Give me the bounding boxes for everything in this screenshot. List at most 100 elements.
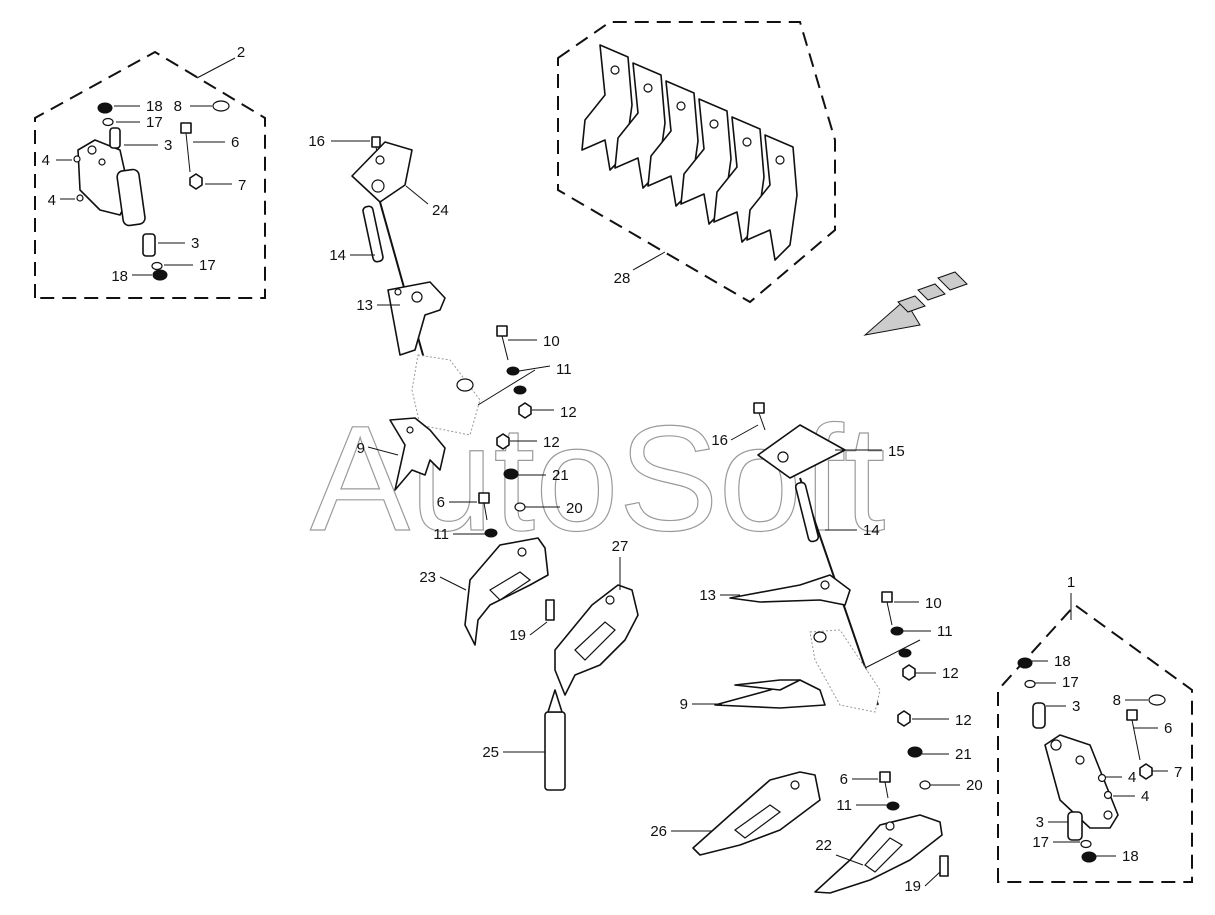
bolt-16-head [753, 402, 765, 414]
bolt-6-shank [1131, 719, 1141, 761]
callout-22: 22 [815, 837, 832, 854]
callout-21: 21 [955, 746, 972, 763]
callout-23: 23 [419, 569, 436, 586]
plug-8 [1148, 694, 1166, 706]
nut-7 [1139, 763, 1153, 780]
bolt-6-head [180, 122, 192, 134]
arrow-segment [937, 271, 968, 291]
bolt-6-head [1126, 709, 1138, 721]
link-line [864, 639, 921, 669]
plate-hole [375, 155, 385, 165]
arm-hole [411, 291, 423, 303]
nut-7 [189, 173, 203, 190]
link-line [477, 369, 536, 406]
callout-20: 20 [566, 500, 583, 517]
knife-hole [790, 780, 800, 790]
bolt-19 [545, 599, 555, 621]
plate-hole [1050, 739, 1062, 751]
bolt-6-head [879, 771, 891, 783]
leader-line-22 [835, 854, 864, 866]
bolt-6-shank [185, 132, 191, 173]
washer-11 [890, 626, 904, 636]
knife-hole [885, 821, 895, 831]
arm-hole [820, 580, 830, 590]
leader-line-23 [439, 576, 467, 591]
knife-hole [643, 83, 653, 93]
callout-3: 3 [1072, 698, 1080, 715]
leader-line-11 [518, 365, 551, 372]
callout-13: 13 [699, 587, 716, 604]
bolt-6-head [478, 492, 490, 504]
plate-hole [87, 145, 97, 155]
leader-lines [56, 57, 1168, 887]
right-assembly [692, 402, 949, 894]
washer-18-upper [97, 102, 113, 114]
callout-11: 11 [556, 361, 572, 378]
callout-6: 6 [1164, 720, 1172, 737]
knife-hole [676, 101, 686, 111]
callout-11: 11 [937, 623, 953, 640]
ring-17-lower [1080, 839, 1092, 849]
bolt-19 [939, 855, 949, 877]
nut-12 [496, 433, 510, 450]
washer-18-lower [1081, 851, 1097, 863]
callout-18: 18 [1122, 848, 1139, 865]
ghost-hinge-outline [411, 354, 481, 436]
callout-4: 4 [48, 192, 56, 209]
tine-9 [389, 417, 446, 491]
leader-line-19 [924, 871, 941, 887]
arm-13 [387, 281, 446, 356]
pin-3-upper [109, 127, 121, 149]
callout-16: 16 [711, 432, 728, 449]
tine-hole [406, 426, 414, 434]
knife-hole [517, 547, 527, 557]
washer-18-lower [152, 269, 168, 281]
callout-10: 10 [925, 595, 942, 612]
tool-25 [544, 711, 566, 791]
plate-24 [351, 141, 413, 203]
plug-8 [212, 100, 230, 112]
detail-group-1 [997, 603, 1193, 883]
callout-1: 1 [1067, 574, 1075, 591]
rod-14 [794, 481, 820, 543]
washer-11 [484, 528, 498, 538]
washer-21 [503, 468, 519, 480]
callout-4: 4 [1141, 788, 1149, 805]
knife-hole [742, 137, 752, 147]
left-assembly [351, 136, 639, 791]
callout-7: 7 [238, 177, 246, 194]
bolt-10-head [496, 325, 508, 337]
washer-11 [886, 801, 900, 811]
detail-boundary-1 [997, 603, 1193, 883]
ghost-pivot [813, 631, 827, 643]
screw-4-upper [73, 155, 81, 163]
bolt-10-head [881, 591, 893, 603]
pin-3-lower [142, 233, 156, 257]
leader-line-9 [367, 446, 399, 456]
bushing-sleeve [116, 168, 146, 227]
callout-27: 27 [612, 538, 629, 555]
callout-6: 6 [231, 134, 239, 151]
spacer-20 [514, 502, 526, 512]
arrow-segment [917, 283, 946, 301]
knife-hole [775, 155, 785, 165]
callout-6: 6 [437, 494, 445, 511]
knife-slot [864, 837, 903, 873]
screw-4-lower [1103, 790, 1113, 800]
callout-3: 3 [1036, 814, 1044, 831]
callout-12: 12 [942, 665, 959, 682]
plate-hole [777, 451, 789, 463]
tine-9-fork [734, 679, 801, 691]
washer-11 [898, 648, 912, 658]
plate-hole [371, 179, 385, 193]
callout-3: 3 [164, 137, 172, 154]
bolt-10-shank [886, 601, 893, 626]
pin-3-lower [1067, 811, 1083, 841]
callout-21: 21 [552, 467, 569, 484]
callout-11: 11 [836, 797, 852, 814]
ring-17-upper [1024, 679, 1036, 689]
callout-12: 12 [543, 434, 560, 451]
